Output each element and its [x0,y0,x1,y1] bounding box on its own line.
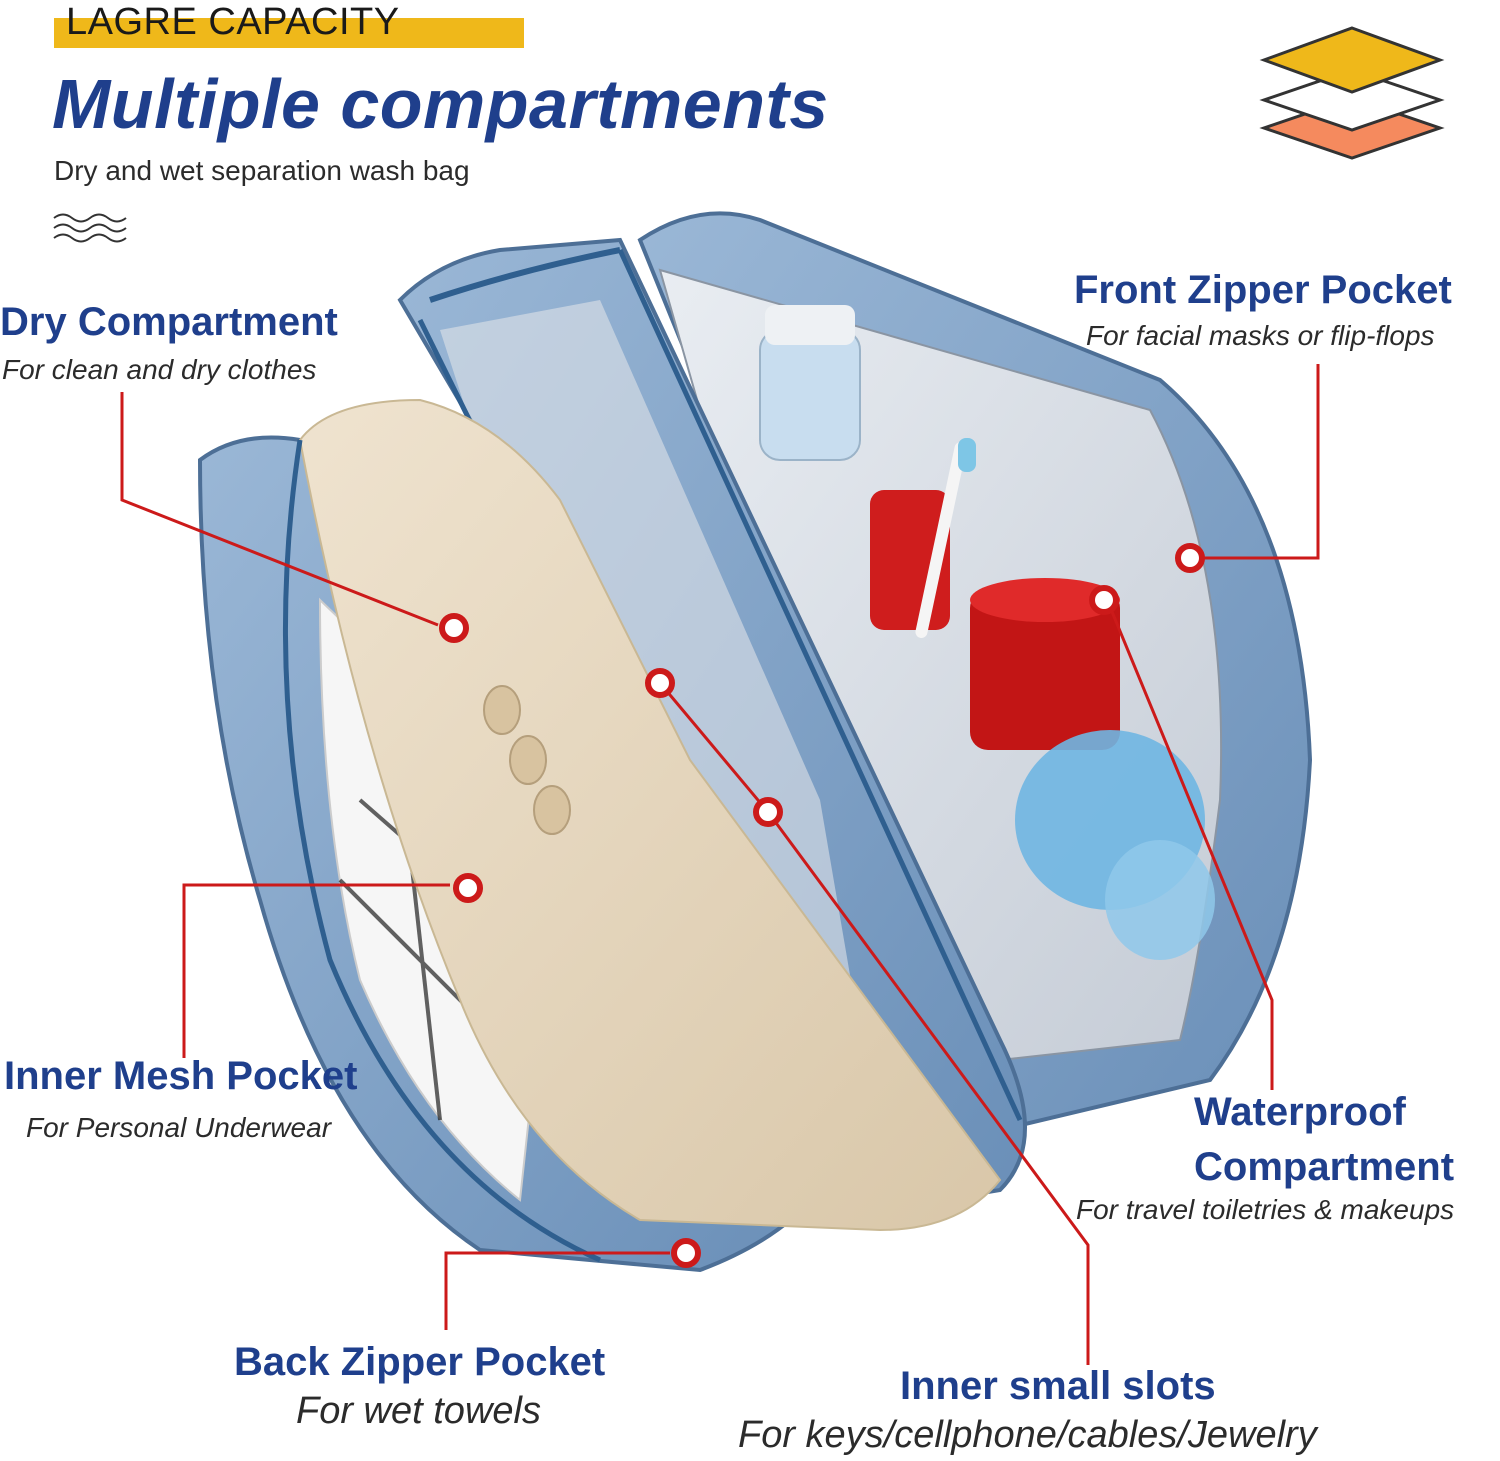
back-zipper-pocket-desc: For wet towels [296,1390,541,1432]
front-callout-line [1200,364,1320,560]
header-banner [54,0,524,48]
mesh-callout-line [182,883,450,1058]
slots-callout-dot-1 [645,668,675,698]
slots-callout-dot-2 [753,797,783,827]
mesh-callout-dot [453,873,483,903]
waterproof-compartment-title-1: Waterproof [1194,1090,1406,1134]
waves-icon [53,213,127,243]
inner-small-slots-title: Inner small slots [900,1364,1216,1408]
front-zipper-pocket-desc: For facial masks or flip-flops [1086,320,1435,351]
banner-text: LAGRE CAPACITY [66,1,400,43]
inner-small-slots-desc: For keys/cellphone/cables/Jewelry [738,1414,1317,1456]
toiletry-bag [197,211,1313,1273]
headline: Multiple compartments [52,65,829,143]
slots-callout-line-2 [658,682,770,813]
subheadline: Dry and wet separation wash bag [54,155,470,186]
back-zipper-pocket-title: Back Zipper Pocket [234,1340,606,1384]
callout-lines [120,364,1320,1365]
front-zipper-pocket-title: Front Zipper Pocket [1074,268,1452,312]
dry-callout-dot [439,613,469,643]
waterproof-compartment-title-2: Compartment [1194,1145,1455,1189]
slots-callout-line [766,811,1090,1365]
inner-mesh-pocket-title: Inner Mesh Pocket [4,1054,358,1098]
waterproof-compartment-desc: For travel toiletries & makeups [1076,1194,1455,1225]
inner-mesh-pocket-desc: For Personal Underwear [26,1112,332,1143]
waterproof-callout-line [1106,601,1274,1090]
dry-compartment-desc: For clean and dry clothes [2,354,317,385]
waterproof-callout-dot [1089,585,1119,615]
dry-callout-line [120,392,439,627]
back-callout-line [444,1251,670,1330]
back-callout-dot [671,1238,701,1268]
front-callout-dot [1175,543,1205,573]
dry-compartment-title: Dry Compartment [0,300,338,344]
stacked-layers-icon [1259,26,1445,160]
callout-dots [439,543,1205,1268]
